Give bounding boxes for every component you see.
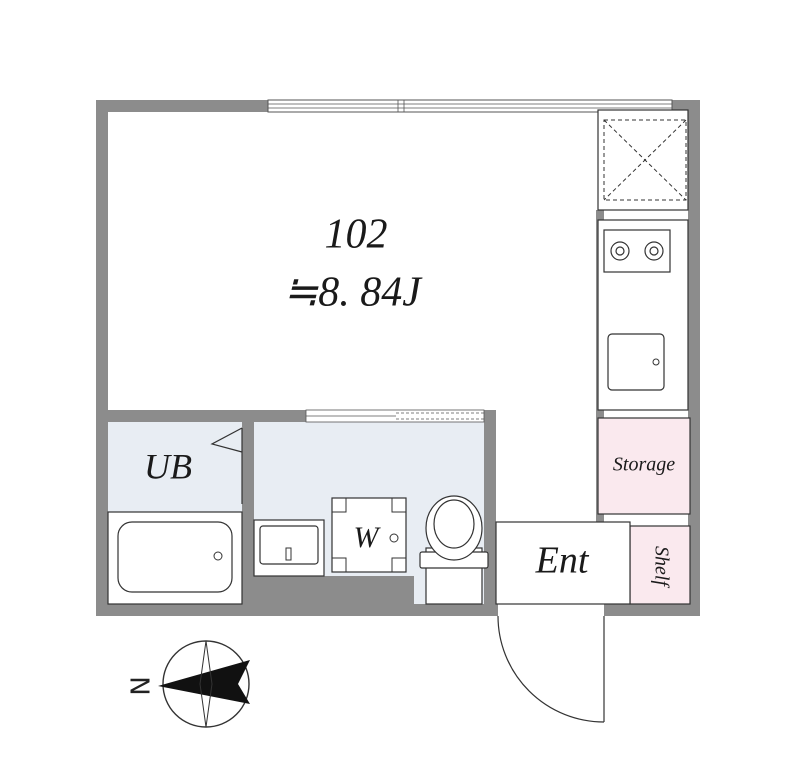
shelf-area: [629, 525, 691, 605]
entrance-door: [497, 615, 605, 723]
storage-area: [597, 417, 691, 515]
toilet-icon: [419, 495, 489, 605]
compass-north-label: N: [124, 676, 154, 695]
bathtub-icon: [107, 511, 243, 605]
unit-number: 102: [325, 212, 388, 258]
shelf-label: Shelf: [650, 546, 672, 588]
floor-area: ≒8. 84J: [283, 270, 423, 316]
washing-machine-icon: [331, 497, 407, 573]
stove-icon: [603, 229, 671, 273]
washbasin-icon: [253, 519, 325, 577]
entrance-area: [495, 521, 631, 605]
entrance-label: Ent: [535, 540, 590, 582]
compass: N: [124, 640, 250, 728]
unit-bath-label: UB: [144, 446, 192, 486]
bathroom-door: [210, 427, 243, 504]
kitchen-sink-icon: [607, 333, 665, 391]
washer-label: W: [354, 521, 382, 554]
storage-label: Storage: [613, 454, 675, 476]
top-window: [267, 99, 673, 113]
north-arrow-icon: [158, 660, 250, 704]
sliding-door: [305, 409, 485, 423]
